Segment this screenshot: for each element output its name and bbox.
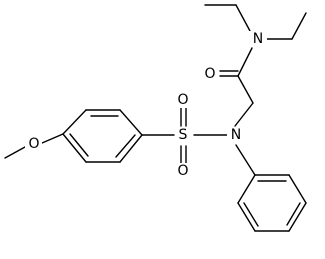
bond-methyl-o bbox=[4, 146, 26, 159]
atom-sulfur: S bbox=[179, 127, 188, 143]
atom-n-amide: N bbox=[253, 31, 263, 47]
atom-o-methoxy: O bbox=[28, 136, 39, 152]
bond-ch2-carbonyl bbox=[237, 75, 254, 104]
atom-o-sulfonyl-bottom: O bbox=[177, 163, 188, 179]
bond-n-phenyl bbox=[235, 144, 256, 176]
phenyl-ring bbox=[237, 174, 307, 232]
bond-o-aryl bbox=[41, 133, 64, 144]
bond-carbonyl-n bbox=[237, 47, 253, 77]
atom-o-sulfonyl-top: O bbox=[177, 92, 188, 108]
atom-o-carbonyl: O bbox=[204, 66, 215, 82]
atom-n-sulfonamide: N bbox=[231, 127, 241, 143]
methoxyphenyl-ring bbox=[62, 109, 143, 163]
bond-n-ethyl2-b bbox=[291, 12, 307, 40]
bond-n-ch2 bbox=[234, 102, 254, 127]
bond-n-ethyl1-a bbox=[235, 4, 251, 32]
